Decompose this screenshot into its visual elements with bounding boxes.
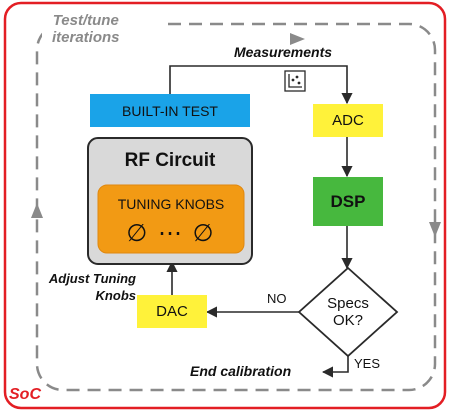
tuning-knobs-box <box>97 184 245 254</box>
soc-border <box>3 1 447 410</box>
adjust-knobs-line1: Adjust Tuning <box>48 271 136 286</box>
loop-label-line1: Test/tune <box>52 12 119 29</box>
dsp-box: DSP <box>313 177 383 226</box>
loop-label-line2: iterations <box>52 29 120 46</box>
specs-label-line2: OK? <box>332 312 363 329</box>
adjust-knobs-label: Adjust Tuning Knobs <box>44 270 136 304</box>
yes-label: YES <box>354 356 381 371</box>
adjust-knobs-line2: Knobs <box>95 288 136 303</box>
yes-to-end-arrow <box>321 356 349 378</box>
builtin-test-box: BUILT-IN TEST <box>90 94 250 127</box>
loop-arrow-right <box>429 222 441 237</box>
measurements-label: Measurements <box>234 44 333 60</box>
tuning-symbols: ∅ ⋯ ∅ <box>126 220 216 247</box>
specs-label-line1: Specs <box>327 295 369 312</box>
loop-label: Test/tune iterations <box>52 12 120 46</box>
end-calibration-label: End calibration <box>190 363 292 379</box>
scatter-plot-icon <box>284 70 306 92</box>
tuning-knobs-label: TUNING KNOBS <box>117 196 225 212</box>
no-label: NO <box>267 291 287 306</box>
dac-box: DAC <box>137 295 207 328</box>
rf-circuit-label: RF Circuit <box>124 150 216 171</box>
adc-box: ADC <box>313 104 383 137</box>
specs-label: Specs OK? <box>318 295 378 329</box>
loop-arrow-top <box>290 33 305 45</box>
measurement-connector <box>169 65 353 105</box>
soc-label: SoC <box>9 386 41 403</box>
loop-arrow-left <box>31 203 43 218</box>
